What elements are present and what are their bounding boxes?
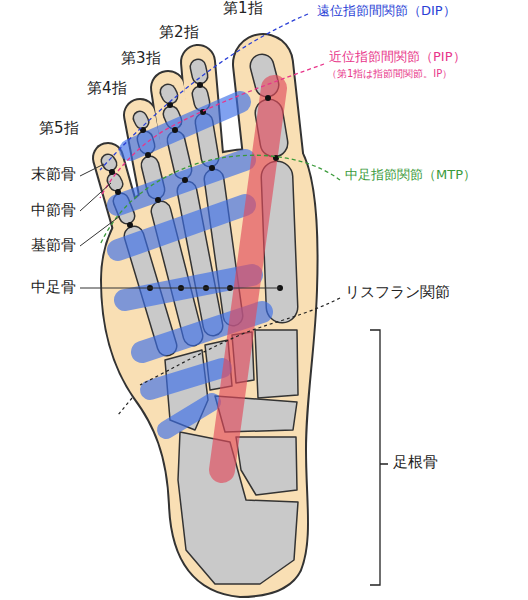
- lisfranc-curve: [118, 298, 340, 415]
- part-label: 第5指: [38, 120, 80, 137]
- dip-curve: [100, 14, 308, 170]
- joint-dots: [109, 82, 283, 291]
- part-label: 遠位指節間関節（DIP）: [316, 4, 457, 19]
- part-label: 近位指節間関節（PIP）: [328, 50, 467, 65]
- part-label: 第2指: [158, 24, 200, 41]
- part-label: 中節骨: [30, 202, 77, 219]
- part-label: 基節骨: [30, 237, 77, 254]
- part-label: 中足指節関節（MTP）: [344, 168, 477, 183]
- red-band: [222, 88, 274, 470]
- part-label: （第1指は指節間関節。IP）: [326, 68, 453, 80]
- pip-curve: [100, 64, 324, 198]
- part-label: 末節骨: [30, 166, 77, 183]
- tarsal-bracket: [370, 330, 388, 585]
- skin-fill: [102, 62, 317, 596]
- part-label: 第4指: [86, 80, 128, 97]
- part-label: 第3指: [120, 50, 162, 67]
- part-label: 中足骨: [30, 279, 77, 296]
- part-label: リスフラン関節: [344, 284, 451, 301]
- skin-outline: [102, 62, 317, 596]
- part-label: 足根骨: [392, 454, 439, 471]
- leader-lines: [80, 164, 280, 288]
- part-label: 第1指: [222, 0, 264, 17]
- mtp-curve: [100, 155, 340, 245]
